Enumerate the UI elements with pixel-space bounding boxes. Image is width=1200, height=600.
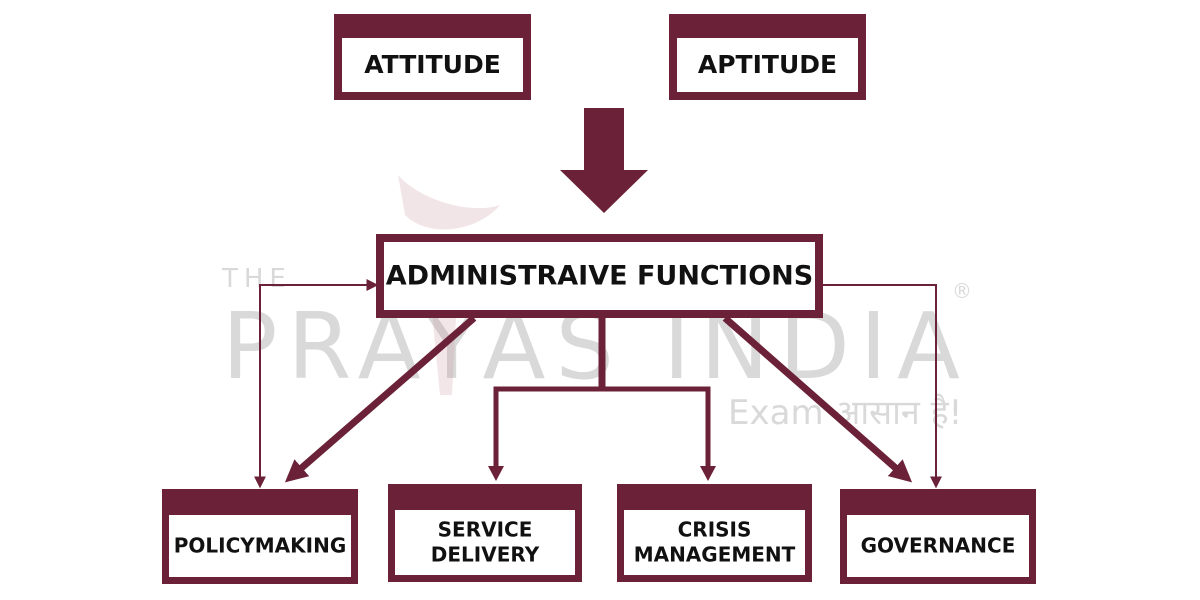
watermark-prefix: THE — [221, 264, 292, 294]
arrowhead-crisis-management-icon — [700, 466, 716, 481]
attitude-label: ATTITUDE — [364, 50, 501, 79]
connectors — [254, 108, 942, 489]
arrow-diagonal-policymaking — [284, 315, 477, 483]
crisis-management-label-line1: CRISIS — [678, 518, 752, 542]
node-governance: GOVERNANCE — [840, 489, 1036, 584]
arrow-loop-governance — [823, 284, 942, 489]
aptitude-label: APTITUDE — [698, 50, 837, 79]
arrow-diagonal-governance — [722, 315, 913, 483]
admin-functions-label: ADMINISTRAIVE FUNCTIONS — [386, 261, 813, 292]
node-admin-functions: ADMINISTRAIVE FUNCTIONS — [376, 234, 823, 318]
center-branch — [493, 386, 711, 474]
node-crisis-management: CRISIS MANAGEMENT — [617, 484, 812, 582]
node-service-delivery: SERVICE DELIVERY — [388, 484, 582, 582]
node-attitude: ATTITUDE — [334, 14, 531, 100]
arrowhead-service-delivery-icon — [488, 466, 504, 481]
main-down-arrow-icon — [560, 108, 648, 213]
node-policymaking: POLICYMAKING — [162, 489, 358, 584]
service-delivery-label-line2: DELIVERY — [431, 543, 540, 567]
crisis-management-label-line2: MANAGEMENT — [634, 543, 796, 567]
governance-label: GOVERNANCE — [861, 534, 1016, 558]
node-aptitude: APTITUDE — [669, 14, 866, 100]
policymaking-label: POLICYMAKING — [174, 534, 346, 558]
arrow-loop-policymaking — [254, 279, 379, 489]
watermark-registered: ® — [952, 279, 972, 303]
service-delivery-label-line1: SERVICE — [438, 518, 533, 542]
